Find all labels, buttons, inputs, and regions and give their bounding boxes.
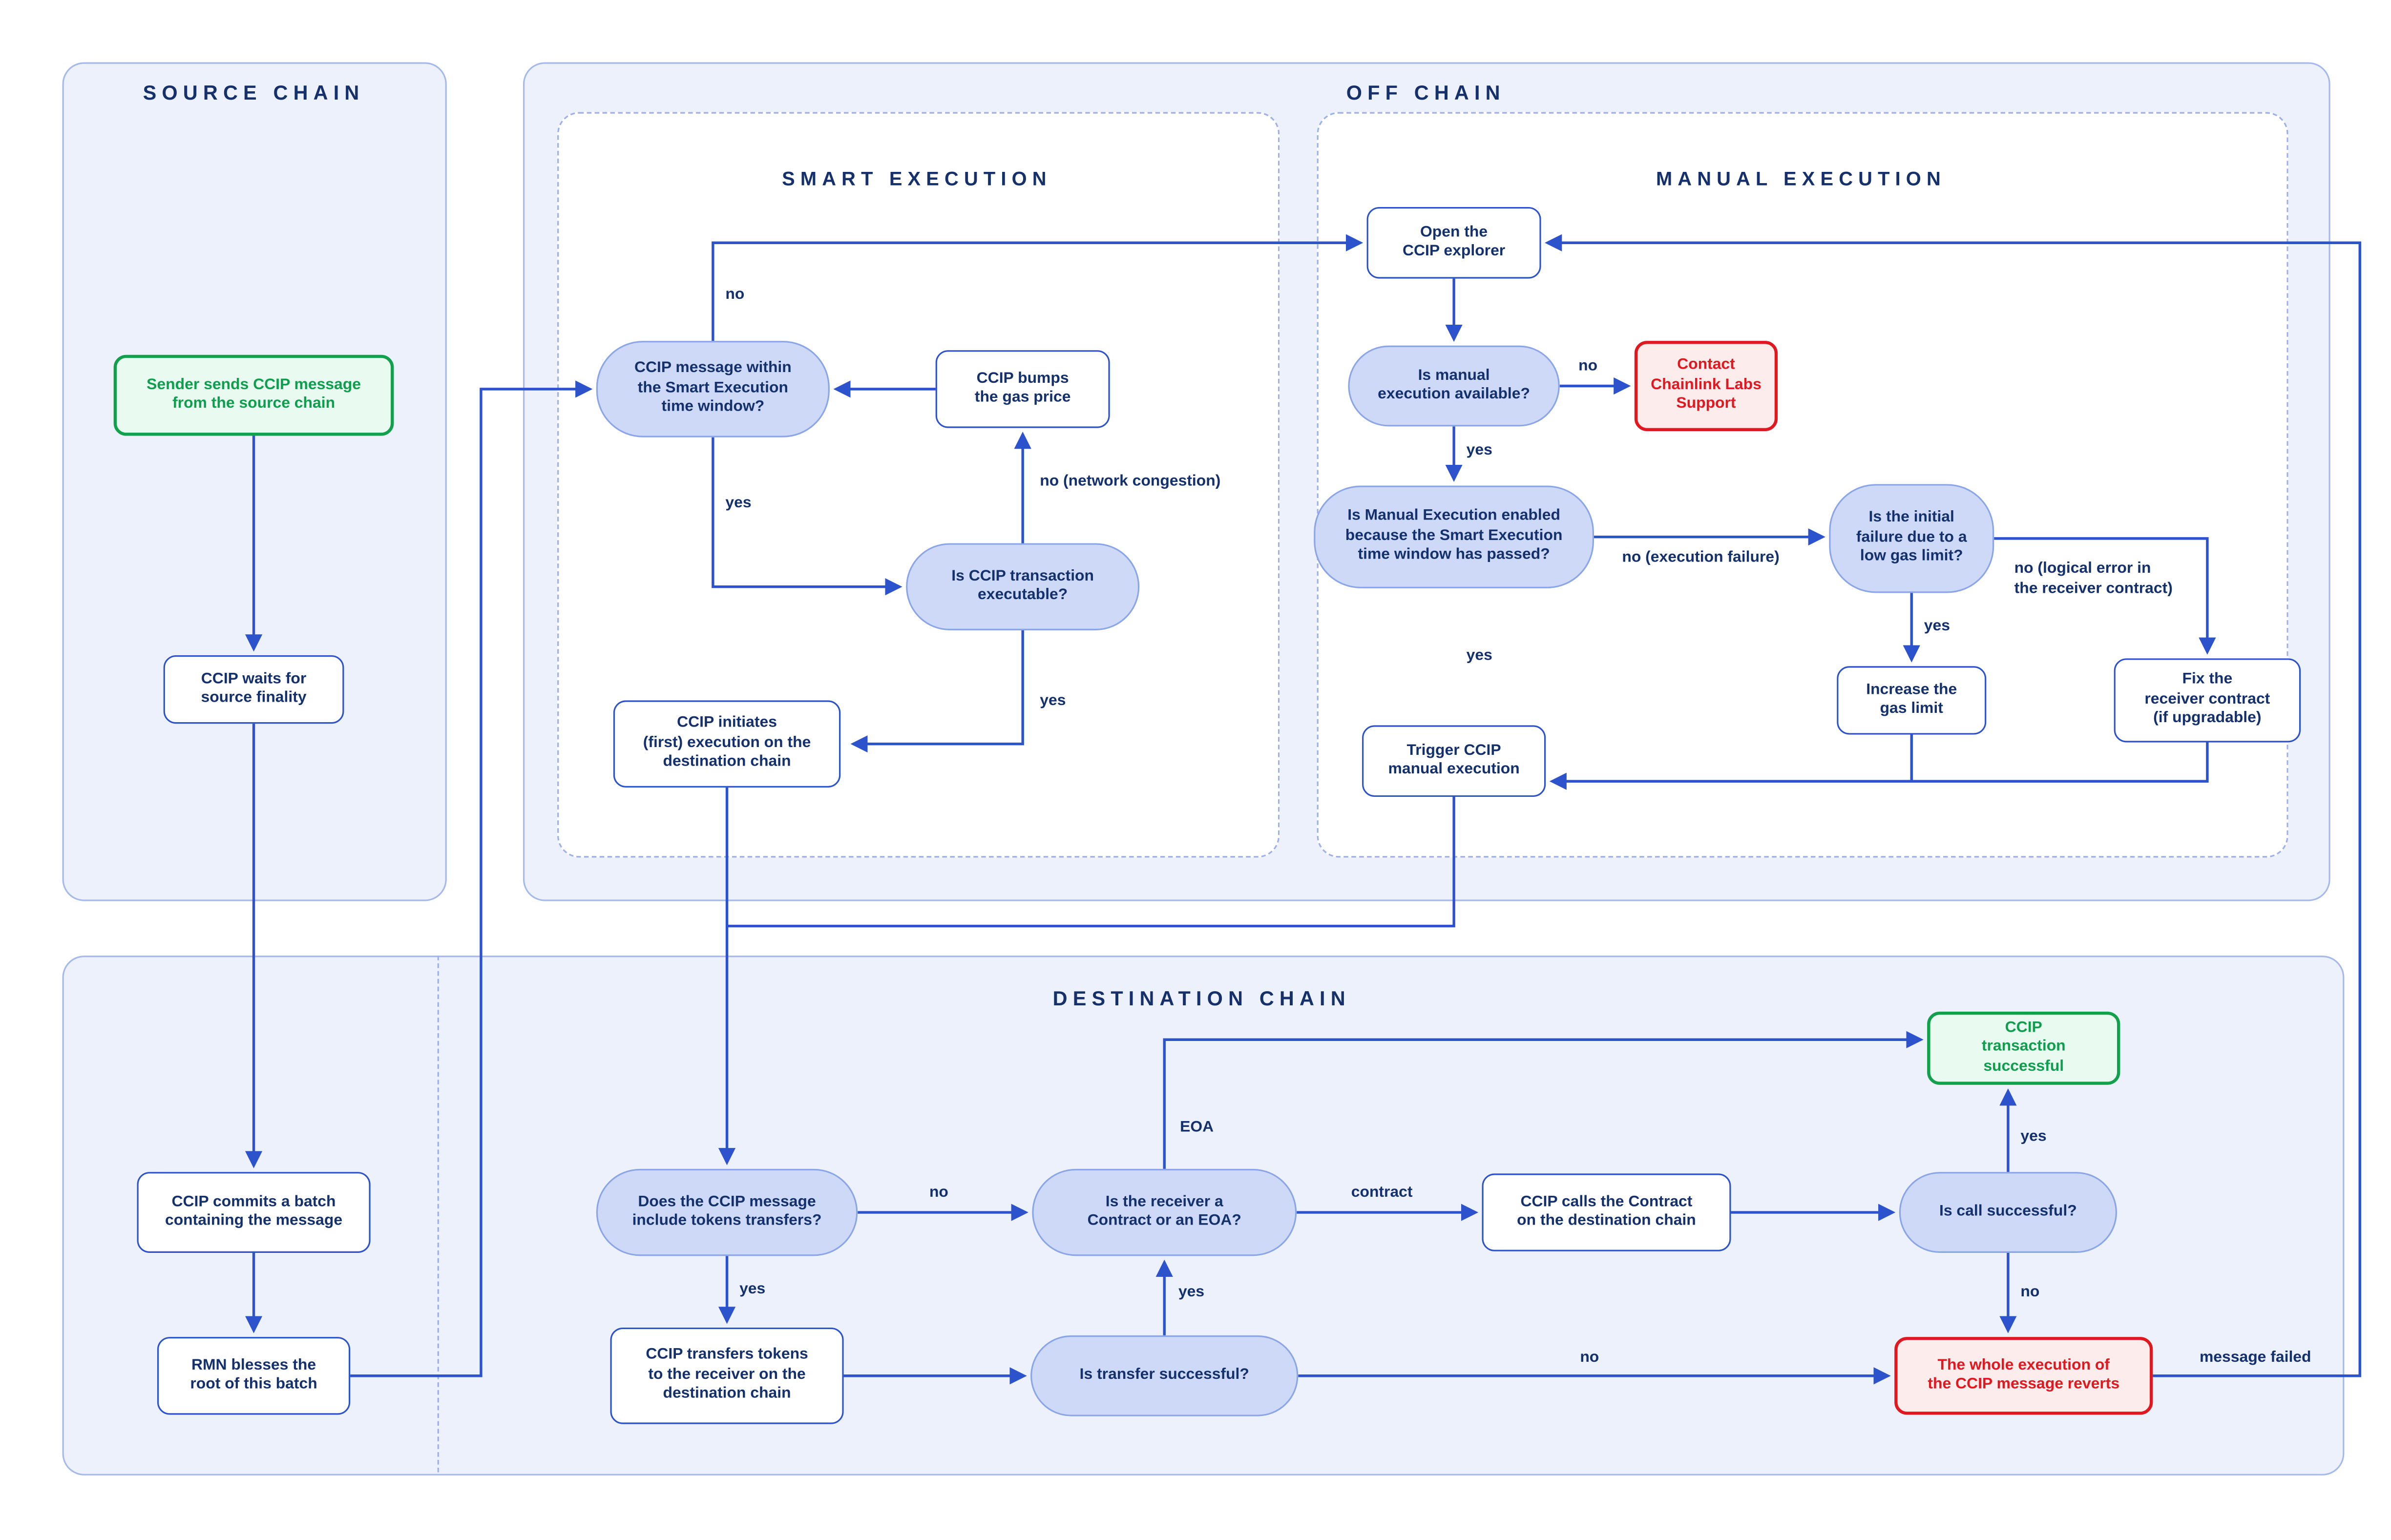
label-yes-executable: yes <box>1040 692 1066 710</box>
node-transfers-tokens: CCIP transfers tokens to the receiver on… <box>610 1327 844 1424</box>
label-yes-call: yes <box>2020 1128 2047 1145</box>
label-no-within-window: no <box>725 286 745 304</box>
node-calls-contract: CCIP calls the Contract on the destinati… <box>1482 1173 1731 1251</box>
decision-receiver-type: Is the receiver a Contract or an EOA? <box>1032 1168 1297 1256</box>
label-no-call: no <box>2020 1284 2040 1301</box>
manual-execution-title: MANUAL EXECUTION <box>1656 168 1946 190</box>
label-eoa: EOA <box>1180 1119 1214 1136</box>
node-increase-gas: Increase the gas limit <box>1837 666 1987 735</box>
node-trigger-manual: Trigger CCIP manual execution <box>1362 725 1546 797</box>
decision-smart-window: CCIP message within the Smart Execution … <box>596 341 830 437</box>
decision-call-successful: Is call successful? <box>1899 1172 2117 1253</box>
node-waits-finality: CCIP waits for source finality <box>163 655 344 724</box>
label-no-logical-error: no (logical error in the receiver contra… <box>2014 560 2173 598</box>
decision-manual-enabled: Is Manual Execution enabled because the … <box>1314 485 1594 588</box>
destination-chain-title: DESTINATION CHAIN <box>1052 986 1351 1010</box>
node-rmn-blesses: RMN blesses the root of this batch <box>157 1337 351 1415</box>
label-no-network-congestion: no (network congestion) <box>1040 473 1221 491</box>
node-open-explorer: Open the CCIP explorer <box>1366 207 1541 279</box>
label-yes-enabled: yes <box>1466 647 1492 665</box>
label-yes-transfer: yes <box>1178 1284 1205 1301</box>
label-no-tokens: no <box>929 1184 948 1202</box>
label-yes-manual-available: yes <box>1466 442 1492 459</box>
decision-transfer-successful: Is transfer successful? <box>1030 1335 1299 1416</box>
node-commits-batch: CCIP commits a batch containing the mess… <box>137 1172 371 1253</box>
destination-source-divider <box>437 956 439 1473</box>
label-message-failed: message failed <box>2199 1349 2311 1367</box>
decision-initial-failure: Is the initial failure due to a low gas … <box>1829 484 1994 593</box>
node-sender-sends: Sender sends CCIP message from the sourc… <box>113 354 394 436</box>
label-no-transfer: no <box>1580 1349 1599 1367</box>
node-bumps-gas: CCIP bumps the gas price <box>935 350 1110 428</box>
decision-includes-tokens: Does the CCIP message include tokens tra… <box>596 1168 858 1256</box>
node-fix-receiver: Fix the receiver contract (if upgradable… <box>2114 658 2301 743</box>
label-yes-tokens: yes <box>739 1281 766 1298</box>
node-execution-reverts: The whole execution of the CCIP message … <box>1894 1337 2153 1415</box>
label-no-manual-available: no <box>1578 358 1598 375</box>
node-tx-successful: CCIP transaction successful <box>1927 1011 2120 1085</box>
off-chain-title: OFF CHAIN <box>1346 81 1506 104</box>
label-no-execution-failure: no (execution failure) <box>1622 549 1780 567</box>
source-chain-title: SOURCE CHAIN <box>143 81 365 104</box>
node-contact-support: Contact Chainlink Labs Support <box>1634 341 1778 431</box>
decision-manual-available: Is manual execution available? <box>1348 345 1560 427</box>
label-yes-within-window: yes <box>725 495 752 512</box>
label-yes-low-gas: yes <box>1924 618 1950 635</box>
node-initiates-execution: CCIP initiates (first) execution on the … <box>613 700 841 788</box>
decision-executable: Is CCIP transaction executable? <box>906 543 1140 630</box>
label-contract: contract <box>1351 1184 1413 1202</box>
smart-execution-title: SMART EXECUTION <box>782 168 1052 190</box>
